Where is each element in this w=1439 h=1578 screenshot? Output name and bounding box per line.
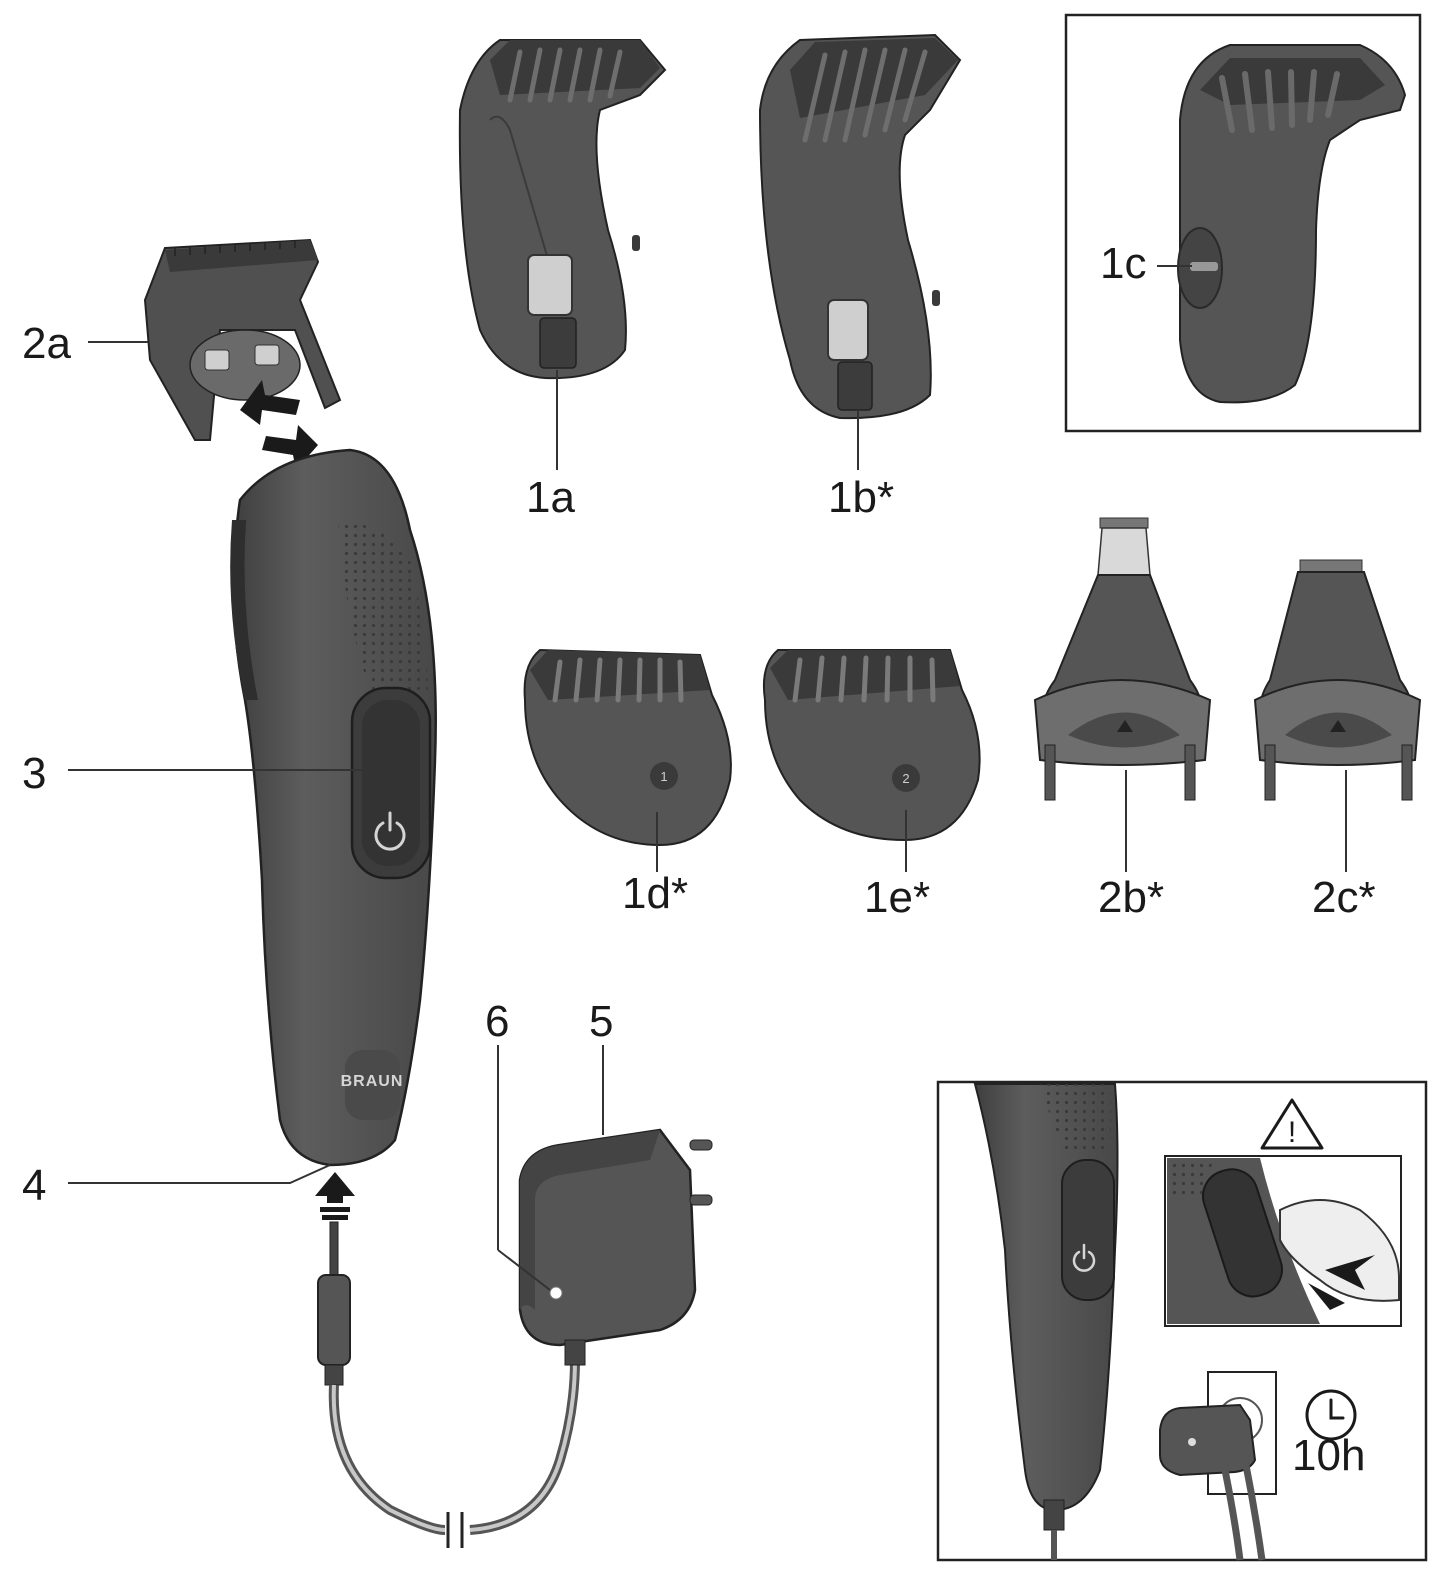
warning-icon: ! bbox=[1262, 1100, 1322, 1149]
wall-plug-illustration bbox=[1160, 1372, 1276, 1560]
arrow-icon bbox=[315, 1172, 355, 1220]
inset-device-illustration bbox=[975, 1084, 1118, 1560]
comb-1d-illustration: 1 bbox=[525, 650, 731, 845]
comb-1c-illustration bbox=[1178, 45, 1405, 402]
head-2c-illustration bbox=[1255, 560, 1420, 800]
label-5: 5 bbox=[589, 1000, 613, 1044]
comb-number-badge: 1 bbox=[660, 769, 667, 784]
label-3: 3 bbox=[22, 752, 46, 796]
brand-logo: BRAUN bbox=[341, 1073, 404, 1090]
label-2b: 2b* bbox=[1098, 876, 1164, 920]
leader-4 bbox=[68, 1165, 330, 1183]
label-6: 6 bbox=[485, 1000, 509, 1044]
label-4: 4 bbox=[22, 1164, 46, 1208]
label-1d: 1d* bbox=[622, 872, 688, 916]
comb-number-badge: 2 bbox=[902, 771, 909, 786]
adapter-illustration bbox=[520, 1130, 712, 1365]
comb-1a-illustration bbox=[460, 40, 665, 378]
charge-time-label: 10h bbox=[1292, 1434, 1365, 1478]
warning-symbol: ! bbox=[1288, 1116, 1296, 1149]
label-2c: 2c* bbox=[1312, 876, 1376, 920]
label-2a: 2a bbox=[22, 322, 71, 366]
trimmer-body-illustration: BRAUN bbox=[230, 450, 436, 1165]
label-1b: 1b* bbox=[828, 476, 894, 520]
label-1c: 1c bbox=[1100, 242, 1146, 286]
comb-1b-illustration bbox=[760, 35, 960, 418]
label-1e: 1e* bbox=[864, 876, 930, 920]
label-1a: 1a bbox=[526, 476, 575, 520]
head-2b-illustration bbox=[1035, 518, 1210, 800]
comb-1e-illustration: 2 bbox=[764, 650, 980, 840]
